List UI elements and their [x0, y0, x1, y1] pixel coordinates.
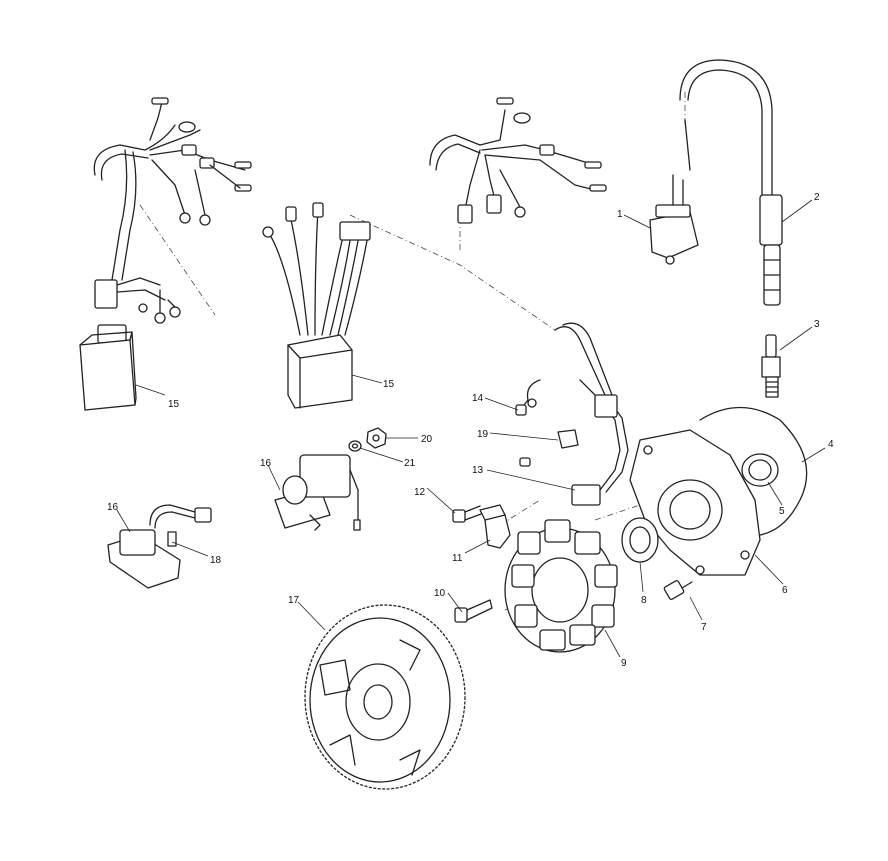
callout-7: 7 [701, 622, 707, 633]
callout-5: 5 [779, 506, 785, 517]
assembly-lines [139, 92, 686, 611]
stator-lead [519, 322, 618, 418]
wiring-harness-right [429, 97, 607, 224]
washer-21 [348, 440, 362, 452]
callout-4: 4 [828, 439, 834, 450]
stator-assembly [504, 519, 618, 653]
screw-14 [515, 404, 527, 416]
callout-8: 8 [641, 595, 647, 606]
callout-14: 14 [472, 393, 484, 404]
callout-9: 9 [621, 658, 627, 669]
callout-16-upper: 16 [260, 458, 272, 469]
voltage-regulator [107, 504, 212, 589]
bolt-10 [454, 599, 493, 623]
callout-11: 11 [452, 553, 463, 564]
callout-15-left: 15 [168, 399, 180, 410]
stator-plate [629, 429, 761, 576]
callout-10: 10 [434, 588, 446, 599]
callout-15-middle: 15 [383, 379, 395, 390]
callout-13: 13 [472, 465, 484, 476]
callout-17: 17 [288, 595, 300, 606]
callout-6: 6 [782, 585, 788, 596]
callout-20: 20 [421, 434, 433, 445]
bracket-11 [479, 504, 511, 549]
clamp-19 [519, 429, 579, 467]
callout-1: 1 [617, 209, 623, 220]
callout-12: 12 [414, 487, 426, 498]
callout-18: 18 [210, 555, 222, 566]
callout-3: 3 [814, 319, 820, 330]
spark-plug [761, 334, 781, 398]
nut-20 [366, 427, 387, 449]
flywheel [304, 604, 466, 790]
leader-lines [116, 199, 826, 658]
cdi-box-left [79, 324, 137, 411]
cdi-box-middle [262, 202, 371, 409]
screw-7 [663, 580, 693, 600]
ignition-coil [649, 174, 699, 265]
callout-labels: 1 2 3 4 5 6 7 8 9 10 11 12 13 14 15 15 1… [107, 192, 834, 669]
callout-16-lower: 16 [107, 502, 119, 513]
screw-12 [452, 505, 482, 523]
o-ring [699, 406, 808, 536]
callout-2: 2 [814, 192, 820, 203]
wiring-harness-left [93, 97, 252, 324]
oil-seal-small [741, 453, 779, 487]
starter-solenoid [274, 454, 361, 531]
spark-plug-cap [679, 59, 783, 306]
oil-seal-large [621, 517, 659, 563]
callout-19: 19 [477, 429, 489, 440]
callout-21: 21 [404, 458, 416, 469]
